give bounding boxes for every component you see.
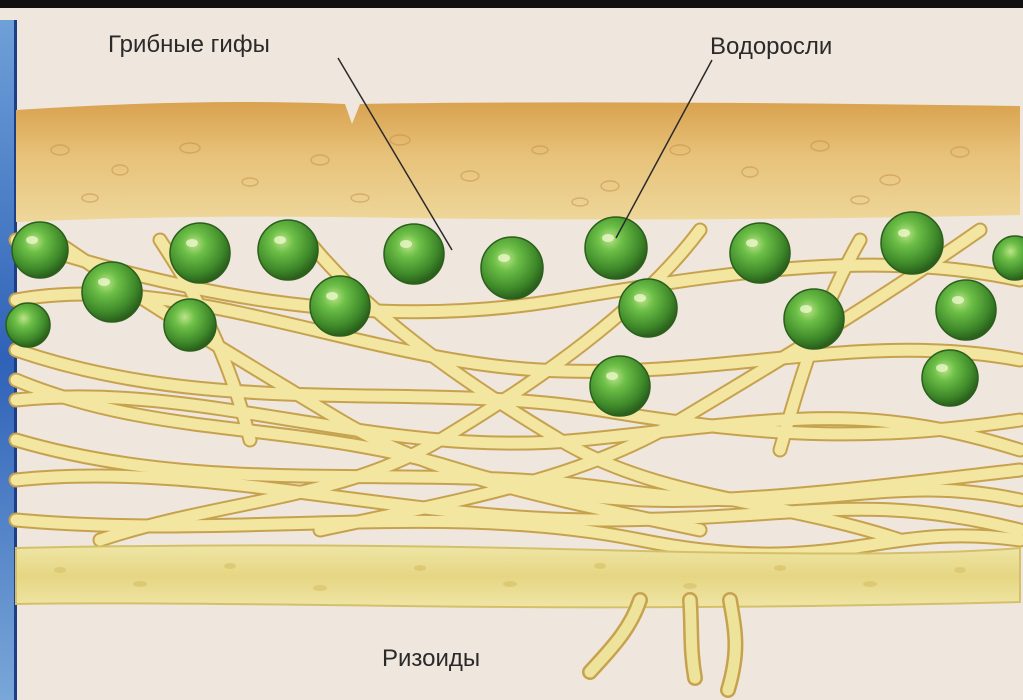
alga-cell-icon bbox=[170, 223, 230, 283]
alga-cell-icon bbox=[590, 356, 650, 416]
lower-cortex bbox=[16, 545, 1020, 607]
alga-cell-icon bbox=[784, 289, 844, 349]
alga-cell-icon bbox=[258, 220, 318, 280]
upper-cortex bbox=[16, 102, 1020, 222]
alga-cell-icon bbox=[481, 237, 543, 299]
alga-cell-icon bbox=[164, 299, 216, 351]
alga-cell-icon bbox=[310, 276, 370, 336]
alga-cell-icon bbox=[6, 303, 50, 347]
alga-cell-icon bbox=[82, 262, 142, 322]
alga-cell-icon bbox=[585, 217, 647, 279]
alga-cell-icon bbox=[730, 223, 790, 283]
blue-frame-edge bbox=[0, 20, 16, 700]
label-algae: Водоросли bbox=[710, 33, 832, 60]
alga-cell-icon bbox=[881, 212, 943, 274]
alga-cell-icon bbox=[619, 279, 677, 337]
alga-cell-icon bbox=[922, 350, 978, 406]
label-rhizoids: Ризоиды bbox=[382, 645, 480, 672]
alga-cell-icon bbox=[384, 224, 444, 284]
top-dark-corner bbox=[0, 0, 1023, 8]
label-hyphae: Грибные гифы bbox=[108, 31, 270, 58]
alga-cell-icon bbox=[12, 222, 68, 278]
alga-cell-icon bbox=[936, 280, 996, 340]
